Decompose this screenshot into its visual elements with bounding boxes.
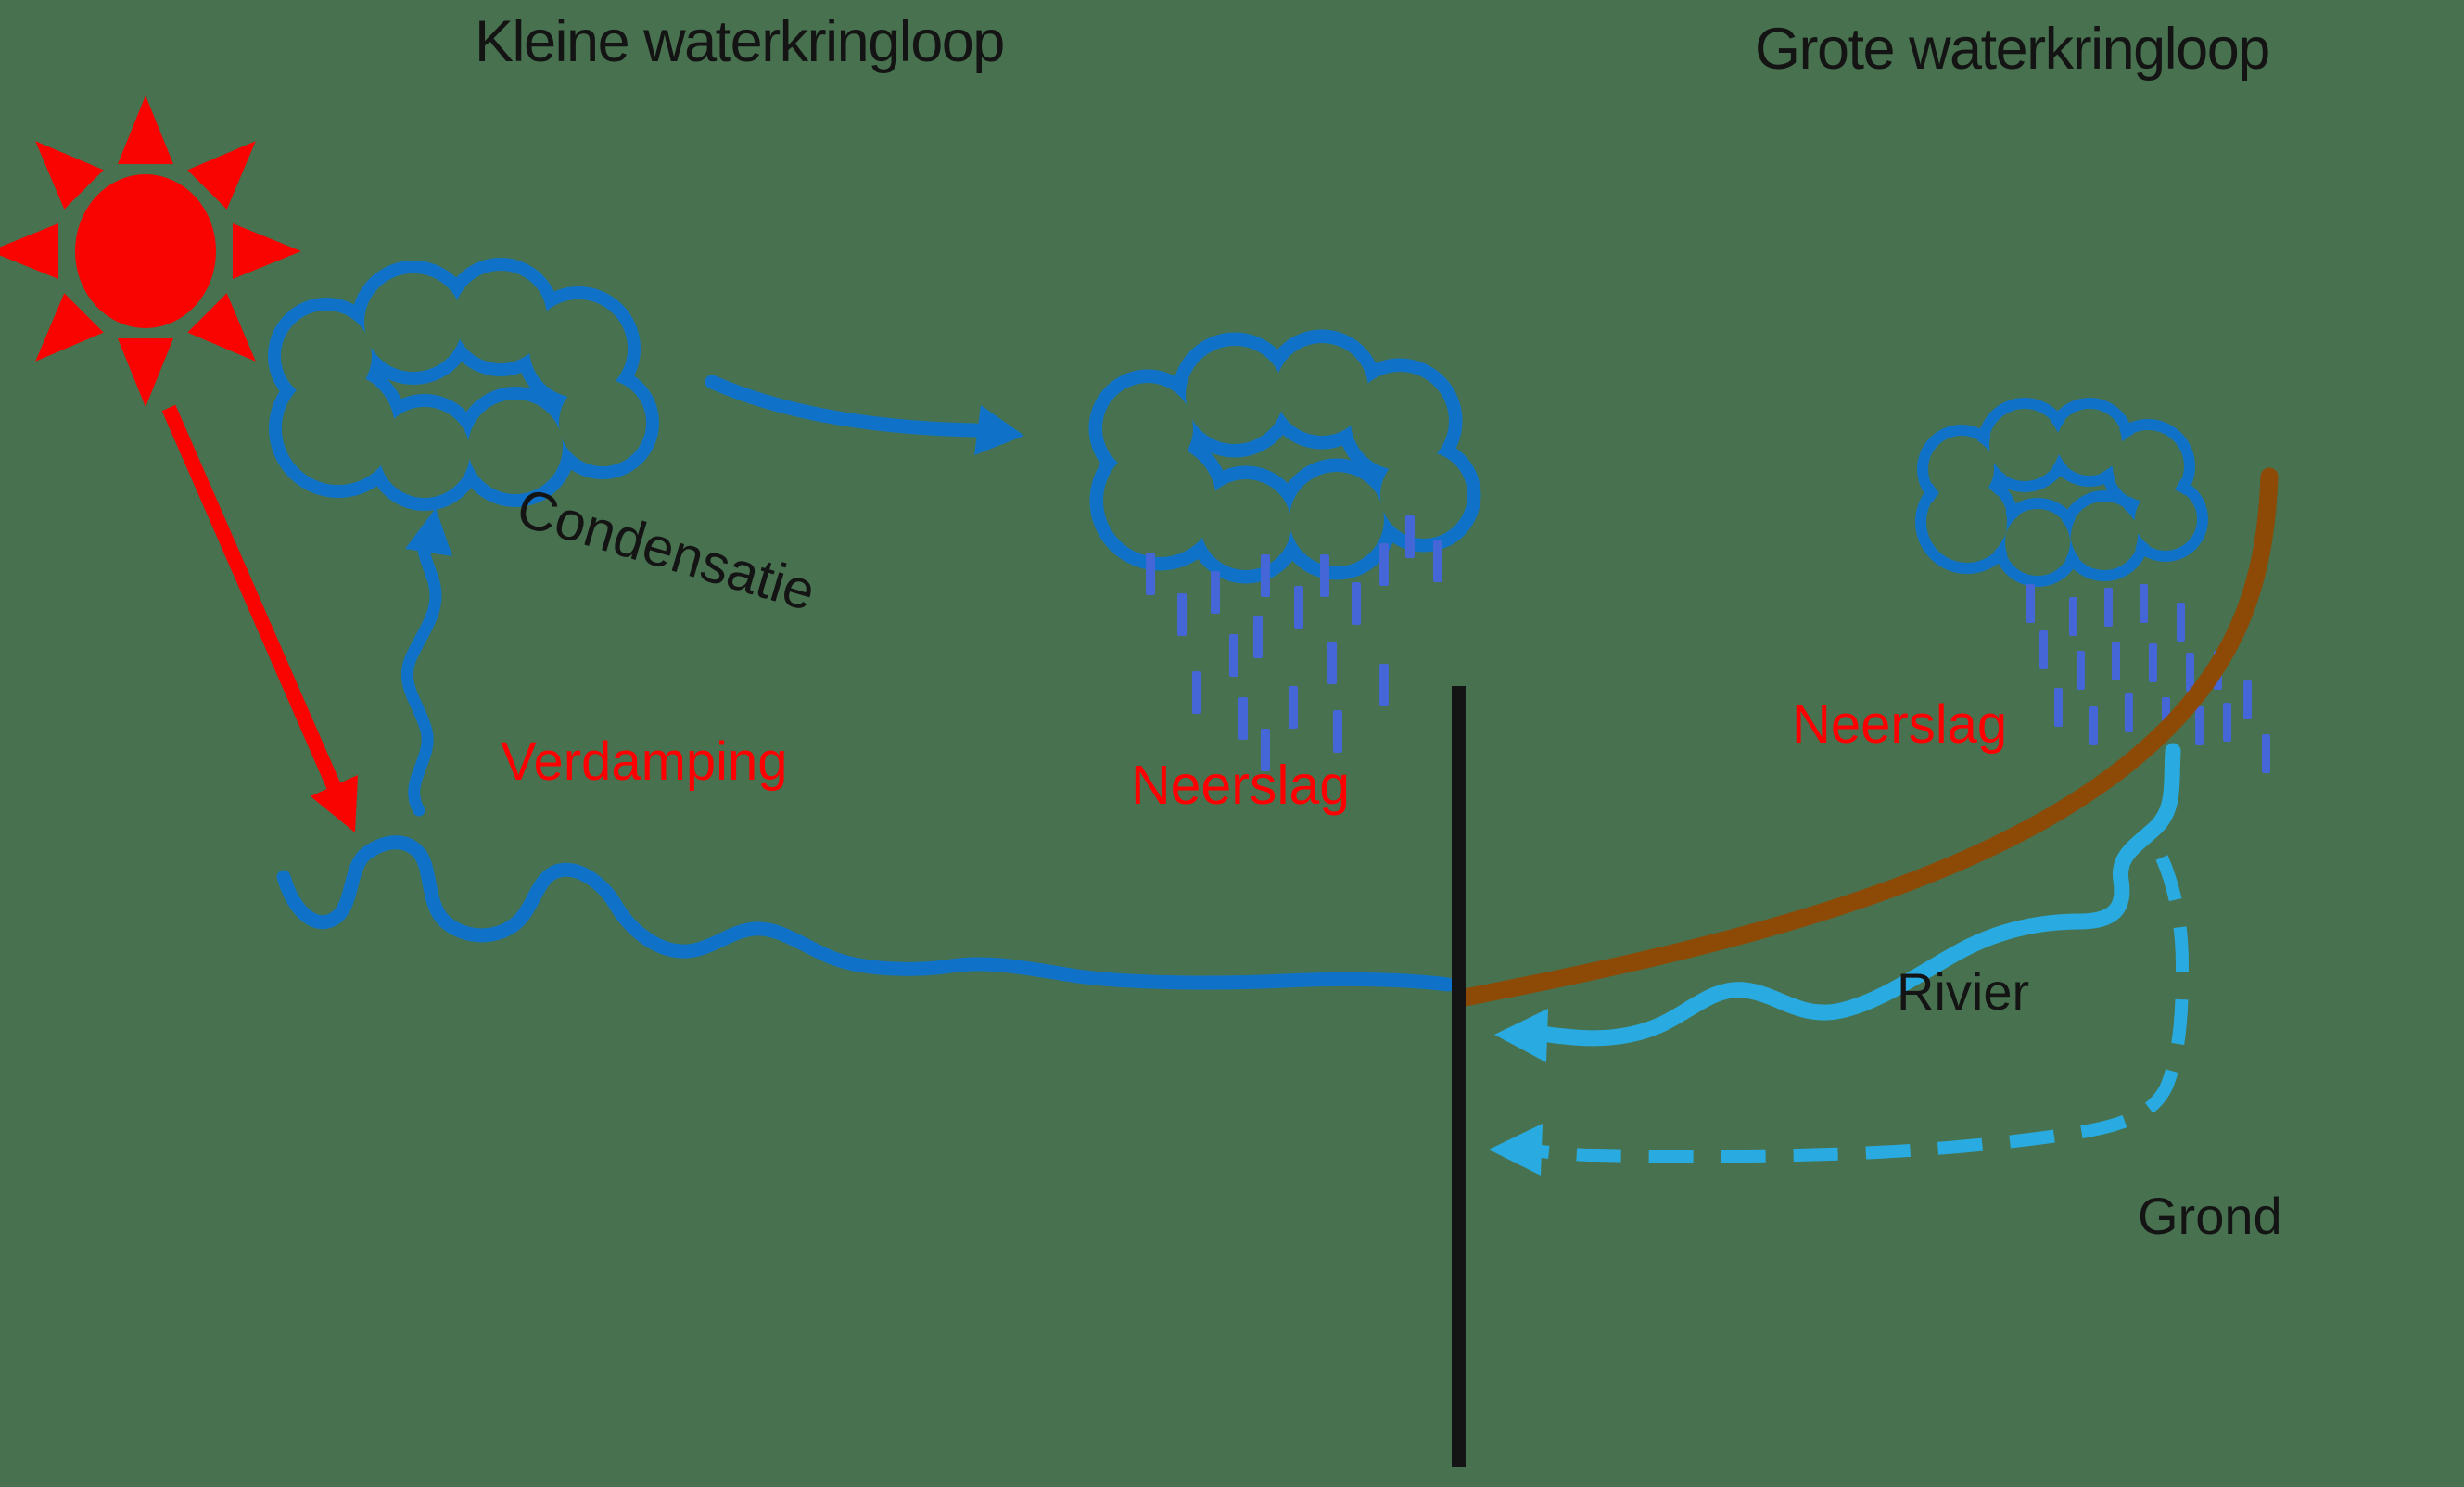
raindrop-streak [1192, 671, 1201, 714]
raindrop-streak [2077, 651, 2085, 690]
cloud-interior [1103, 444, 1216, 557]
cloud-interior [1186, 346, 1284, 444]
cloud-interior [559, 379, 646, 466]
sun-icon [0, 95, 301, 407]
cloud-interior [1276, 343, 1368, 436]
cloud-rain-right-icon [1915, 398, 2208, 587]
raindrop-streak [1379, 664, 1389, 706]
raindrop-streak [1261, 729, 1270, 771]
cloud-interior [1929, 437, 1994, 502]
cloud-condensation-icon [268, 258, 659, 511]
raindrop-streak [1261, 554, 1270, 597]
raindrop-streak [1379, 543, 1389, 586]
raindrop-streak [1327, 642, 1337, 684]
raindrop-streak [1211, 571, 1220, 614]
precipitation-label-left: Neerslag [1131, 755, 1351, 816]
solar-radiation-arrow-icon [161, 404, 358, 832]
cloud-interior [1289, 472, 1384, 566]
raindrop-streak [1289, 686, 1298, 729]
raindrop-streak [2149, 643, 2157, 682]
raindrop-streak [1253, 616, 1263, 658]
evaporation-arrow-icon [401, 508, 452, 817]
raindrop-streak [1352, 582, 1361, 625]
cloud-interior [364, 273, 463, 372]
cloud-interior [1989, 410, 2060, 480]
raindrop-streak [1238, 697, 1248, 740]
cloud-interior [2135, 489, 2196, 550]
raindrop-streak [2223, 703, 2231, 742]
raindrop-streak [1146, 553, 1155, 595]
title-small-water-cycle: Kleine waterkringloop [475, 9, 1005, 74]
raindrop-streak [1433, 540, 1442, 582]
raindrop-streak [2039, 630, 2048, 669]
raindrop-streak [2195, 706, 2204, 745]
rain-streaks-middle-icon [1146, 515, 1442, 771]
raindrop-streak [2186, 653, 2194, 692]
raindrop-streak [2125, 693, 2133, 732]
raindrop-streak [1294, 586, 1303, 629]
cloud-interior [2071, 502, 2138, 569]
title-large-water-cycle: Grote waterkringloop [1755, 17, 2270, 82]
rain-streaks-right-icon [2026, 584, 2270, 773]
cloud-transfer-arrow-icon [705, 375, 1024, 455]
river-label: Rivier [1897, 962, 2030, 1021]
cloud-interior [2113, 431, 2183, 502]
cloud-interior [454, 271, 547, 363]
evaporation-label: Verdamping [501, 731, 788, 792]
raindrop-streak [2104, 588, 2113, 627]
groundwater-flow-icon [1489, 855, 2190, 1176]
cloud-interior [2005, 510, 2070, 575]
cloud-interior [379, 407, 470, 498]
raindrop-streak [1320, 554, 1329, 597]
raindrop-streak [1405, 515, 1415, 558]
divider-line [1452, 686, 1466, 1467]
raindrop-streak [2069, 597, 2077, 636]
cloud-interior [468, 400, 563, 494]
cloud-interior [2057, 410, 2122, 475]
cloud-interior [1927, 482, 2007, 562]
groundwater-label: Grond [2138, 1187, 2282, 1245]
cloud-interior [281, 311, 372, 401]
raindrop-streak [1333, 710, 1342, 753]
sun-rays [0, 95, 301, 407]
cloud-interior [1102, 383, 1193, 474]
raindrop-streak [2112, 642, 2120, 680]
cloud-interior [1380, 451, 1467, 539]
raindrop-streak [1177, 593, 1187, 636]
cloud-interior [282, 372, 395, 485]
cloud-interior [1351, 372, 1449, 470]
precipitation-label-right: Neerslag [1792, 694, 2008, 755]
cloud-interior [529, 299, 628, 398]
cloud-rain-middle-icon [1088, 329, 1481, 584]
river-flow-icon [1494, 743, 2181, 1062]
mountain-slope-line [1455, 467, 2279, 1007]
sun-body [75, 174, 216, 328]
sea-wave-line [276, 835, 1455, 992]
raindrop-streak [2177, 603, 2185, 642]
raindrop-streak [2262, 734, 2270, 773]
raindrop-streak [2026, 584, 2035, 623]
raindrop-streak [2054, 688, 2063, 727]
raindrop-streak [2243, 680, 2252, 719]
raindrop-streak [1229, 634, 1238, 677]
cloud-interior [1200, 479, 1291, 570]
raindrop-streak [2089, 706, 2098, 745]
raindrop-streak [2140, 584, 2148, 623]
